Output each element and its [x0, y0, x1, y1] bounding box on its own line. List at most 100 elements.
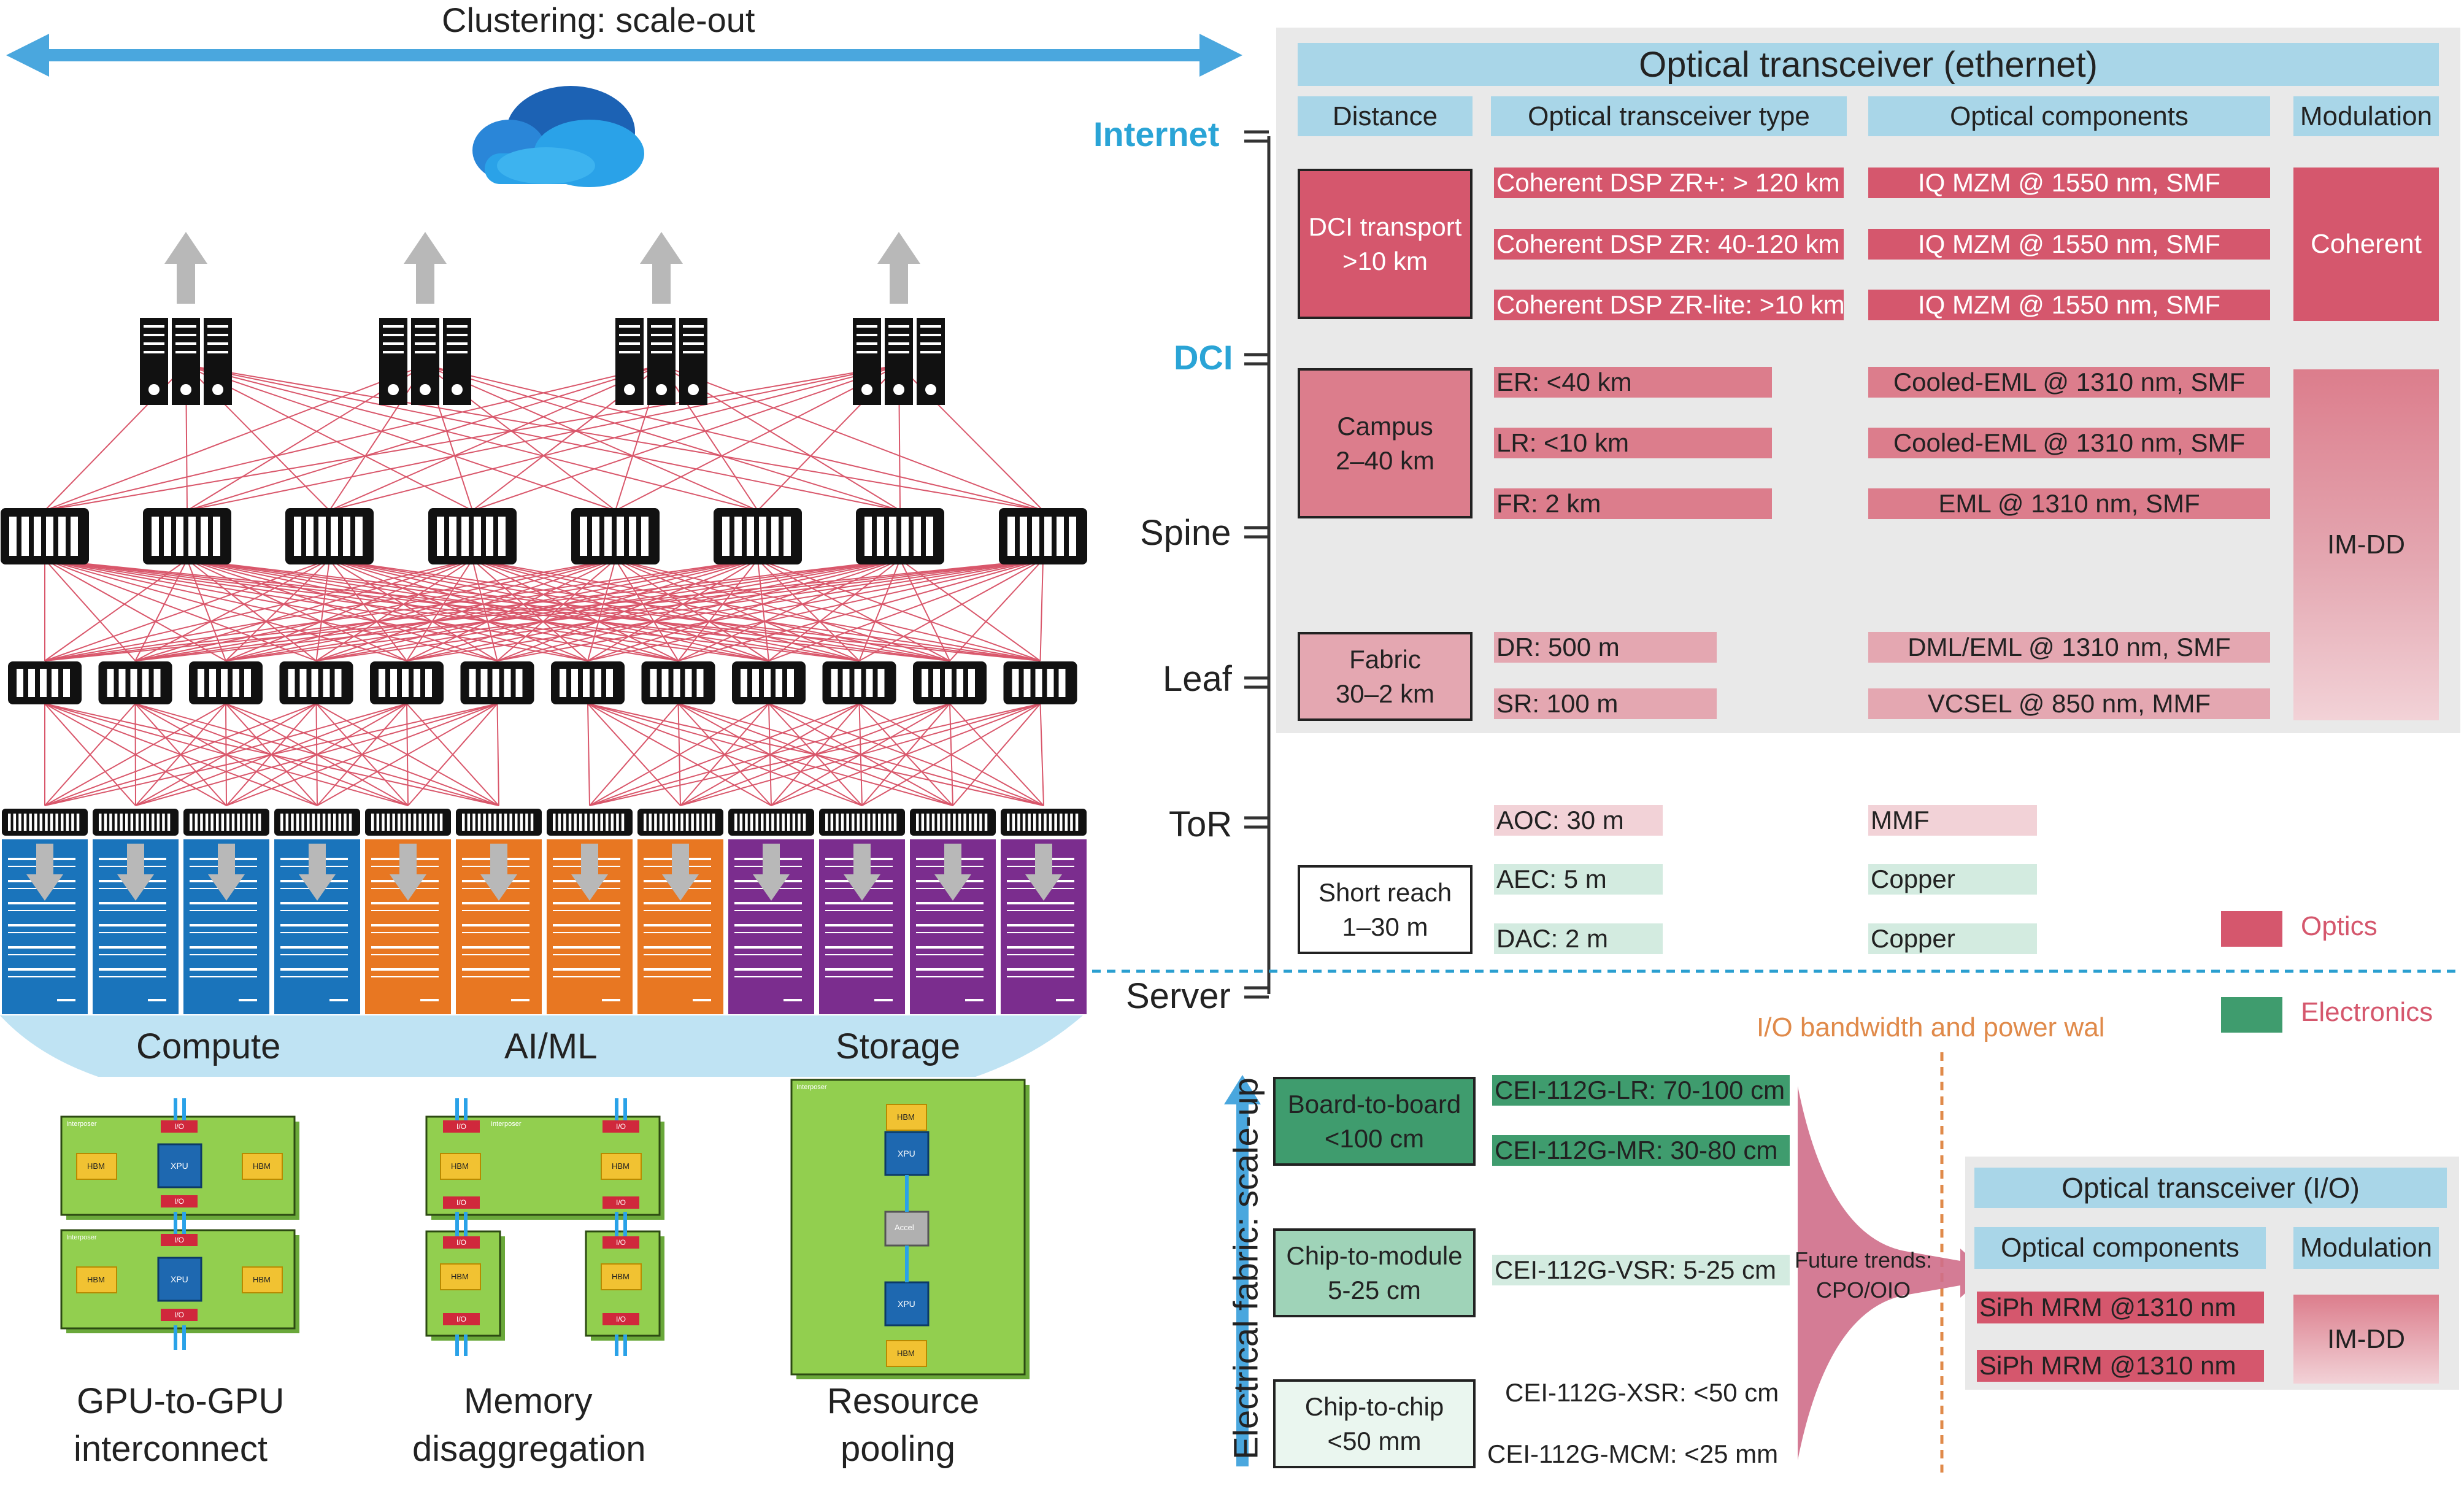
io-label: I/O [456, 1122, 467, 1131]
server-rack-icon [637, 809, 723, 1014]
component-lr: Cooled-EML @ 1310 nm, SMF [1868, 428, 2270, 458]
type-zr-plus: Coherent DSP ZR+: > 120 km [1494, 168, 1844, 198]
server-rack-icon [819, 809, 905, 1014]
interposer-label: Interposer [491, 1120, 522, 1128]
type-fr: FR: 2 km [1494, 488, 1772, 519]
spine-switch-icon [428, 508, 517, 564]
cloud-icon [472, 86, 644, 187]
standard-mcm: CEI-112G-MCM: <25 mm [1487, 1439, 1779, 1468]
type-zr: Coherent DSP ZR: 40-120 km [1494, 229, 1844, 260]
io-label: I/O [616, 1238, 626, 1247]
scaleup-board-to-board: Board-to-board <100 cm [1273, 1077, 1476, 1166]
io-label: I/O [174, 1236, 185, 1244]
component-dr: DML/EML @ 1310 nm, SMF [1868, 632, 2270, 663]
io-label: I/O [456, 1238, 467, 1247]
leaf-switch-icon [641, 661, 715, 704]
hbm-label: HBM [87, 1275, 105, 1284]
caption-pool-line2: pooling [841, 1429, 956, 1469]
type-dac: DAC: 2 m [1494, 923, 1663, 954]
server-tower-icon [140, 318, 232, 405]
spine-switch-icon [1, 508, 89, 564]
standard-vsr: CEI-112G-VSR: 5-25 cm [1492, 1255, 1790, 1285]
component-fr: EML @ 1310 nm, SMF [1868, 488, 2270, 519]
server-tower-icon [379, 318, 471, 405]
header-modulation: Modulation [2293, 96, 2439, 136]
optical-table-title: Optical transceiver (ethernet) [1298, 43, 2439, 86]
component-aoc: MMF [1868, 805, 2037, 836]
future-trends-line2: CPO/OIO [1816, 1277, 1911, 1303]
scaleup-chip-to-module: Chip-to-module 5-25 cm [1273, 1228, 1476, 1317]
leaf-switch-icon [1003, 661, 1077, 704]
component-dac: Copper [1868, 923, 2037, 954]
distance-campus: Campus 2–40 km [1298, 368, 1473, 518]
hbm-label: HBM [253, 1275, 271, 1284]
server-rack-icon [1001, 809, 1087, 1014]
legend-electronics-swatch [2221, 997, 2282, 1033]
workload-band [0, 1015, 1083, 1077]
io-label: I/O [456, 1315, 467, 1323]
xpu-label: XPU [171, 1274, 188, 1284]
spine-leaf-links [44, 559, 1044, 661]
server-racks [2, 809, 1087, 1014]
server-tower-icon [615, 318, 707, 405]
hbm-label: HBM [612, 1161, 629, 1171]
component-zr: IQ MZM @ 1550 nm, SMF [1868, 229, 2270, 260]
modulation-coherent: Coherent [2293, 168, 2439, 321]
level-spine: Spine [1140, 513, 1231, 553]
caption-mem-line1: Memory [464, 1381, 593, 1421]
io-modulation-im-dd: IM-DD [2293, 1295, 2439, 1384]
component-aec: Copper [1868, 864, 2037, 895]
server-rack-icon [2, 809, 88, 1014]
distance-short-reach: Short reach 1–30 m [1298, 865, 1473, 954]
header-optical-components: Optical components [1868, 96, 2270, 136]
server-rack-icon [93, 809, 179, 1014]
hbm-label: HBM [897, 1349, 915, 1358]
server-rack-icon [365, 809, 451, 1014]
level-leaf: Leaf [1163, 659, 1232, 699]
spine-switch-icon [143, 508, 231, 564]
group-aiml-label: AI/ML [504, 1026, 598, 1066]
leaf-switches [8, 661, 1077, 704]
scale-up-arrow [1224, 1075, 1261, 1466]
interposer-label: Interposer [66, 1120, 97, 1128]
scale-out-arrow [6, 34, 1242, 77]
io-table-title: Optical transceiver (I/O) [1974, 1168, 2447, 1208]
leaf-switch-icon [732, 661, 806, 704]
legend-optics-swatch [2221, 911, 2282, 947]
distance-dci-transport: DCI transport >10 km [1298, 169, 1473, 319]
spine-switch-icon [714, 508, 802, 564]
io-row-1: SiPh MRM @1310 nm [1977, 1292, 2264, 1323]
server-rack-icon [274, 809, 360, 1014]
hbm-label: HBM [87, 1161, 105, 1171]
type-aoc: AOC: 30 m [1494, 805, 1663, 836]
caption-gpu-line2: interconnect [74, 1429, 268, 1469]
io-label: I/O [616, 1198, 626, 1207]
leaf-switch-icon [822, 661, 896, 704]
legend-electronics-label: Electronics [2301, 997, 2433, 1027]
io-label: I/O [456, 1198, 467, 1207]
group-compute-label: Compute [136, 1026, 281, 1066]
hbm-label: HBM [897, 1112, 915, 1122]
interposer-label: Interposer [796, 1084, 827, 1091]
spine-switch-icon [285, 508, 374, 564]
server-rack-icon [456, 809, 542, 1014]
hbm-label: HBM [612, 1272, 629, 1281]
io-header-components: Optical components [1974, 1227, 2266, 1269]
scale-out-title: Clustering: scale-out [442, 1, 755, 39]
scaleup-chip-to-chip: Chip-to-chip <50 mm [1273, 1379, 1476, 1468]
server-rack-icon [547, 809, 633, 1014]
type-aec: AEC: 5 m [1494, 864, 1663, 895]
spine-switch-icon [999, 508, 1087, 564]
leaf-switch-icon [551, 661, 625, 704]
distance-fabric: Fabric 30–2 km [1298, 632, 1473, 721]
modulation-im-dd: IM-DD [2293, 369, 2439, 720]
leaf-switch-icon [189, 661, 263, 704]
scale-up-label: Electrical fabric: scale-up [1226, 1077, 1265, 1460]
accel-label: Accel [895, 1223, 914, 1232]
caption-pool-line1: Resource [827, 1381, 980, 1421]
server-rack-icon [183, 809, 269, 1014]
header-transceiver-type: Optical transceiver type [1491, 96, 1847, 136]
level-internet: Internet [1093, 115, 1220, 153]
